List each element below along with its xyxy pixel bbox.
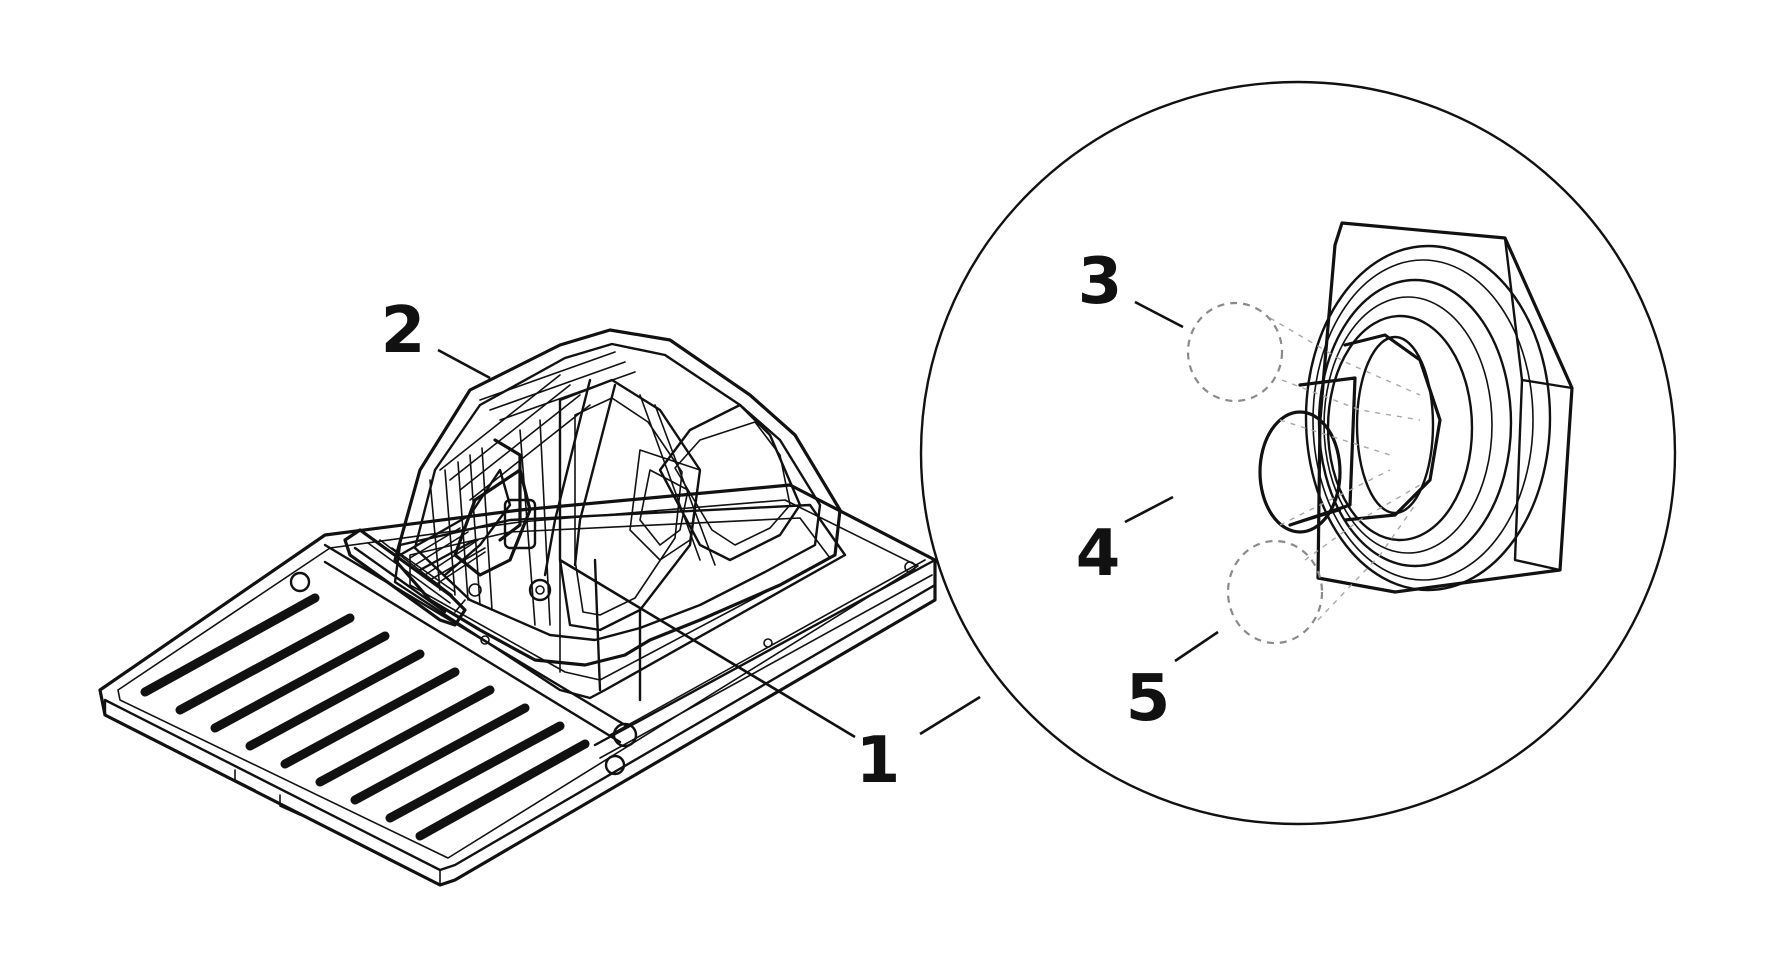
callout-1: 1 xyxy=(856,724,901,798)
toggle-stem xyxy=(1258,333,1442,534)
callout-2: 2 xyxy=(381,294,426,368)
callout-4: 4 xyxy=(1076,517,1121,591)
leader-1-detail xyxy=(919,695,981,736)
control-console-illustration xyxy=(98,328,937,887)
callout-5: 5 xyxy=(1126,662,1171,736)
leader-2 xyxy=(437,348,491,380)
position-up-ghost xyxy=(1186,301,1421,421)
hex-nut xyxy=(1304,221,1574,594)
callouts: 1 2 3 4 5 xyxy=(381,245,1171,798)
leader-lines xyxy=(437,300,1219,739)
base-plate xyxy=(98,483,937,887)
callout-3: 3 xyxy=(1078,245,1123,319)
joystick-housing xyxy=(343,328,847,702)
position-down-ghost xyxy=(1226,484,1421,645)
leader-3 xyxy=(1134,300,1184,329)
detail-view xyxy=(919,80,1677,826)
leader-4 xyxy=(1124,495,1174,524)
leader-1-console xyxy=(559,558,856,739)
position-center xyxy=(1279,419,1391,526)
detail-circle xyxy=(919,80,1677,826)
leader-5 xyxy=(1174,630,1219,663)
